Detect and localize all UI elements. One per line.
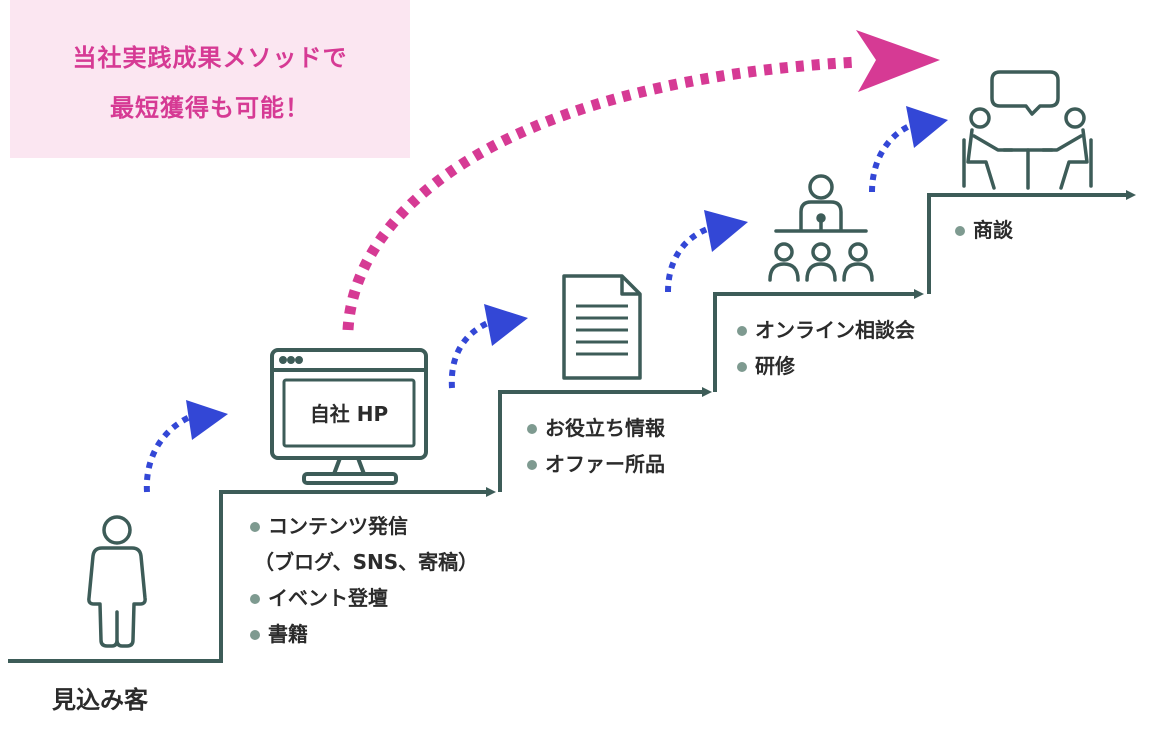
prospect-label: 見込み客 — [52, 686, 148, 714]
presenter-audience-icon — [768, 174, 874, 282]
magenta-shortcut-arrow — [342, 30, 940, 331]
step1-item-books: 書籍 — [268, 622, 308, 646]
callout-box: 当社実践成果メソッドで 最短獲得も可能！ — [10, 0, 410, 158]
blue-step-arrow-2 — [448, 304, 528, 389]
website-monitor-icon — [270, 348, 428, 485]
meeting-conversation-icon — [962, 70, 1093, 190]
step1-item-events: イベント登壇 — [268, 586, 388, 610]
step3-item-online: オンライン相談会 — [755, 318, 915, 342]
step3-item-training: 研修 — [755, 354, 795, 378]
step4-item-deal: 商談 — [973, 218, 1013, 242]
person-icon — [87, 515, 147, 648]
staircase-path — [8, 190, 1136, 663]
bullet-dot — [527, 460, 537, 470]
blue-step-arrow-4 — [869, 106, 948, 193]
callout-line-2: 最短獲得も可能！ — [110, 94, 310, 122]
bullet-dot — [737, 362, 747, 372]
bullet-dot — [955, 226, 965, 236]
step2-item-info: お役立ち情報 — [545, 416, 665, 440]
bullet-dot — [250, 594, 260, 604]
step1-item-channels: （ブログ、SNS、寄稿） — [254, 550, 479, 574]
blue-step-arrow-1 — [143, 400, 228, 493]
step1-item-content: コンテンツ発信 — [268, 514, 408, 538]
bullet-dot — [250, 522, 260, 532]
monitor-label: 自社 HP — [309, 402, 389, 426]
bullet-dot — [527, 424, 537, 434]
document-icon — [562, 274, 642, 380]
bullet-dot — [250, 630, 260, 640]
callout-line-1: 当社実践成果メソッドで — [72, 44, 348, 72]
bullet-dot — [737, 326, 747, 336]
step2-item-offer: オファー所品 — [545, 452, 665, 476]
blue-step-arrow-3 — [665, 210, 748, 293]
